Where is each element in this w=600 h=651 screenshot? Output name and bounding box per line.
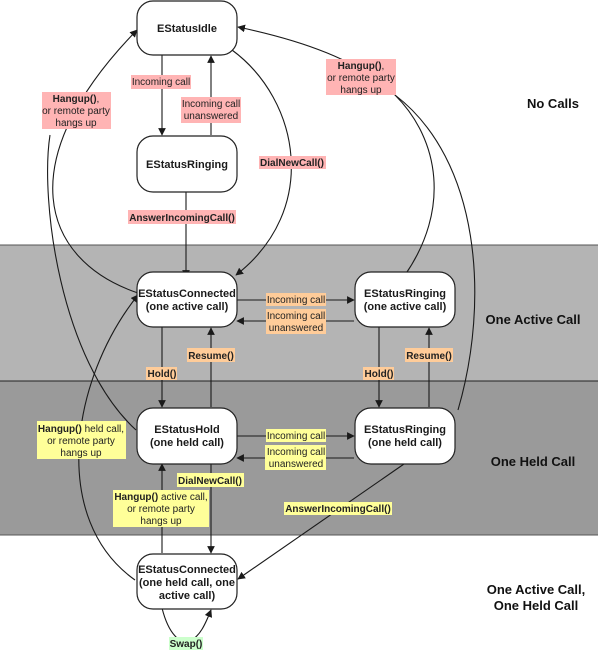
svg-text:Swap(): Swap()	[170, 639, 203, 650]
svg-text:Incoming call: Incoming call	[267, 447, 325, 458]
svg-text:Incoming call: Incoming call	[267, 311, 325, 322]
svg-text:Hangup() held call,: Hangup() held call,	[38, 424, 124, 435]
svg-text:or remote party: or remote party	[127, 504, 195, 515]
label-hold-left: Hold()	[146, 367, 177, 380]
svg-text:EStatusConnected: EStatusConnected	[138, 288, 236, 300]
svg-text:Resume(): Resume()	[188, 351, 234, 362]
svg-text:AnswerIncomingCall(): AnswerIncomingCall()	[129, 213, 235, 224]
label-answer-top: AnswerIncomingCall()	[128, 210, 236, 224]
label-hangup-left: Hangup(), or remote party hangs up	[42, 92, 111, 129]
band-title-active-held: One Held Call	[494, 598, 579, 613]
svg-text:EStatusRinging: EStatusRinging	[146, 159, 228, 171]
svg-text:(one active call): (one active call)	[146, 301, 229, 313]
label-active-hangup: Hangup() active call, or remote party ha…	[113, 490, 209, 527]
svg-text:EStatusRinging: EStatusRinging	[364, 424, 446, 436]
svg-text:DialNewCall(): DialNewCall()	[178, 476, 242, 487]
svg-text:(one active call): (one active call)	[364, 301, 447, 313]
label-held-incoming: Incoming call	[266, 429, 326, 442]
state-hold: EStatusHold (one held call)	[136, 407, 238, 465]
svg-text:AnswerIncomingCall(): AnswerIncomingCall()	[285, 504, 391, 515]
label-hold-right: Hold()	[363, 367, 394, 380]
svg-text:DialNewCall(): DialNewCall()	[260, 158, 324, 169]
label-resume-right: Resume()	[405, 348, 453, 362]
state-idle: EStatusIdle	[136, 0, 238, 56]
label-held-hangup: Hangup() held call, or remote party hang…	[37, 421, 126, 459]
svg-text:(one held call): (one held call)	[368, 437, 442, 449]
svg-text:Hold(): Hold()	[148, 369, 177, 380]
label-answer-held: AnswerIncomingCall()	[284, 502, 392, 515]
band-title-active-held: One Active Call,	[487, 582, 586, 597]
label-active-unanswered: Incoming call unanswered	[266, 309, 326, 334]
svg-text:Incoming call: Incoming call	[267, 431, 325, 442]
band-title-no-calls: No Calls	[527, 96, 579, 111]
svg-text:active call): active call)	[159, 590, 216, 602]
svg-text:Hangup() active call,: Hangup() active call,	[114, 492, 207, 503]
svg-text:(one held call, one: (one held call, one	[139, 577, 235, 589]
band-title-one-held: One Held Call	[491, 454, 576, 469]
edge-ringing-held-to-idle	[394, 94, 476, 411]
svg-text:unanswered: unanswered	[269, 459, 323, 470]
label-idle-unanswered: Incoming call unanswered	[181, 97, 241, 123]
label-dial-new-call-held: DialNewCall()	[177, 473, 244, 487]
svg-text:Resume(): Resume()	[406, 351, 452, 362]
label-hangup-right: Hangup(), or remote party hangs up	[326, 59, 396, 96]
state-ringing-held: EStatusRinging (one held call)	[354, 407, 456, 465]
svg-text:unanswered: unanswered	[269, 323, 323, 334]
svg-text:(one held call): (one held call)	[150, 437, 224, 449]
state-connected-active: EStatusConnected (one active call)	[136, 271, 238, 328]
band-title-one-active: One Active Call	[486, 312, 581, 327]
svg-text:EStatusHold: EStatusHold	[154, 424, 219, 436]
svg-text:Incoming call: Incoming call	[132, 77, 190, 88]
svg-text:unanswered: unanswered	[184, 111, 238, 122]
state-connected-both: EStatusConnected (one held call, one act…	[136, 553, 238, 610]
svg-text:Hangup(),: Hangup(),	[338, 61, 385, 72]
svg-text:hangs up: hangs up	[55, 118, 97, 129]
edge-ringing-held-to-both	[237, 463, 405, 580]
label-resume-left: Resume()	[187, 348, 235, 362]
svg-text:Incoming call: Incoming call	[267, 295, 325, 306]
edge-hold-to-idle	[47, 134, 137, 431]
svg-text:hangs up: hangs up	[60, 448, 102, 459]
label-dial-new-call-top: DialNewCall()	[259, 156, 326, 169]
state-ringing: EStatusRinging	[136, 135, 238, 193]
svg-text:EStatusIdle: EStatusIdle	[157, 23, 217, 35]
label-held-unanswered: Incoming call unanswered	[265, 445, 326, 470]
svg-text:or remote party: or remote party	[42, 106, 110, 117]
label-swap: Swap()	[169, 637, 203, 650]
svg-text:Incoming call: Incoming call	[182, 99, 240, 110]
svg-text:or remote party: or remote party	[47, 436, 115, 447]
svg-text:hangs up: hangs up	[340, 85, 382, 96]
svg-text:or remote party: or remote party	[327, 73, 395, 84]
svg-text:Hangup(),: Hangup(),	[53, 94, 100, 105]
svg-text:hangs up: hangs up	[140, 516, 182, 527]
state-ringing-active: EStatusRinging (one active call)	[354, 271, 456, 328]
svg-text:EStatusRinging: EStatusRinging	[364, 288, 446, 300]
svg-text:Hold(): Hold()	[365, 369, 394, 380]
label-idle-incoming: Incoming call	[131, 75, 191, 89]
label-active-incoming: Incoming call	[266, 293, 326, 306]
svg-text:EStatusConnected: EStatusConnected	[138, 564, 236, 576]
edge-connected-to-idle-hangup	[52, 29, 139, 294]
